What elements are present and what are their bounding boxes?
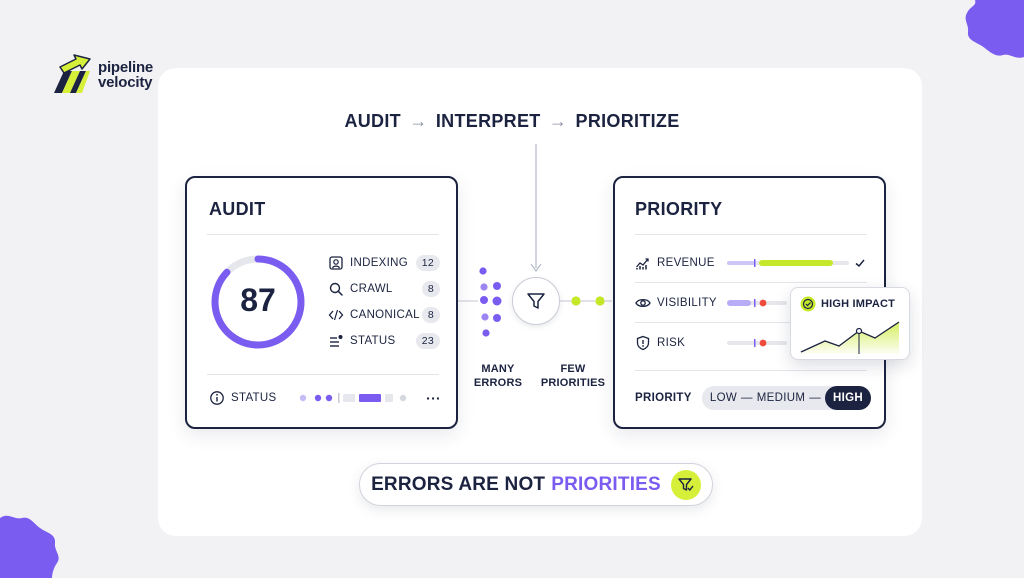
- status-progress-indicator: [299, 393, 407, 403]
- tagline-pill: ERRORS ARE NOT PRIORITIES: [359, 463, 713, 506]
- priority-footer-label: PRIORITY: [635, 392, 692, 404]
- info-icon: [210, 391, 224, 405]
- filter-funnel-icon: [527, 293, 545, 309]
- flow-step-prioritize: PRIORITIZE: [575, 111, 680, 131]
- priority-footer-divider: [635, 370, 867, 371]
- metric-count-badge: 8: [421, 307, 440, 323]
- metric-label: INDEXING: [350, 257, 408, 269]
- scale-high-selected[interactable]: HIGH: [825, 386, 871, 410]
- eye-icon: [635, 298, 651, 308]
- list-icon: [330, 335, 343, 347]
- priority-row-label: VISIBILITY: [657, 297, 717, 309]
- shield-alert-icon: [636, 335, 650, 351]
- priority-scale[interactable]: LOW — MEDIUM — HIGH: [701, 386, 871, 410]
- brand-logo[interactable]: pipeline velocity: [50, 53, 153, 97]
- more-options-button[interactable]: ···: [426, 390, 441, 406]
- priority-row-revenue[interactable]: REVENUE: [635, 254, 867, 272]
- few-priorities-line-1: FEW: [560, 363, 586, 375]
- audit-footer-divider: [207, 374, 439, 375]
- brand-line-1: pipeline: [98, 59, 154, 76]
- priority-row-label: REVENUE: [657, 257, 715, 269]
- scale-low[interactable]: LOW: [709, 392, 737, 404]
- high-impact-card: HIGH IMPACT: [790, 287, 910, 360]
- priority-row-label: RISK: [657, 337, 686, 349]
- revenue-impact-bar: [727, 259, 849, 267]
- flow-step-audit: AUDIT: [344, 111, 401, 131]
- priority-row-visibility[interactable]: VISIBILITY: [635, 294, 867, 312]
- risk-impact-bar: [727, 339, 787, 347]
- metric-label: CANONICAL: [350, 309, 420, 321]
- audit-card-title: AUDIT: [209, 199, 266, 219]
- scale-dash: —: [740, 392, 753, 404]
- audit-title-divider: [207, 234, 439, 235]
- few-priorities-label: FEW PRIORITIES: [538, 362, 608, 390]
- metric-count-badge: 23: [415, 333, 440, 349]
- few-priorities-line-2: PRIORITIES: [540, 377, 606, 389]
- priority-title-divider: [635, 234, 867, 235]
- high-impact-trend-chart: [800, 321, 900, 354]
- trend-chart-icon: [636, 258, 649, 270]
- audit-score: 87: [240, 282, 276, 318]
- metric-count-badge: 12: [415, 255, 440, 271]
- decorative-blob-top-right: [965, 0, 1024, 58]
- filter-check-icon: [670, 469, 701, 500]
- metric-row-canonical[interactable]: CANONICAL 8: [328, 306, 440, 324]
- check-circle-icon: [800, 296, 816, 312]
- audit-status-bar: STATUS ···: [209, 390, 441, 406]
- many-errors-line-2: ERRORS: [473, 377, 523, 389]
- many-errors-line-1: MANY: [481, 363, 515, 375]
- filter-node: [512, 277, 560, 325]
- visibility-impact-bar: [727, 299, 787, 307]
- scale-dash: —: [809, 392, 822, 404]
- flow-arrow-icon: →: [409, 111, 428, 131]
- check-icon: [855, 259, 865, 268]
- row-divider: [635, 322, 867, 323]
- flow-arrow-icon: →: [548, 111, 568, 131]
- metric-row-status[interactable]: STATUS 23: [328, 332, 440, 350]
- priority-row-risk[interactable]: RISK: [635, 334, 867, 352]
- brand-line-2: velocity: [98, 74, 153, 91]
- flow-title: AUDIT → INTERPRET → PRIORITIZE: [0, 111, 1024, 132]
- high-impact-label: HIGH IMPACT: [821, 298, 896, 310]
- metric-label: STATUS: [350, 335, 396, 347]
- metric-row-crawl[interactable]: CRAWL 8: [328, 280, 440, 298]
- decorative-blob-bottom-left: [0, 515, 59, 578]
- scale-medium[interactable]: MEDIUM: [756, 392, 806, 404]
- high-impact-header: HIGH IMPACT: [800, 296, 895, 312]
- code-icon: [328, 309, 344, 321]
- search-icon: [329, 282, 343, 296]
- many-errors-label: MANY ERRORS: [470, 362, 526, 390]
- user-square-icon: [329, 256, 343, 270]
- metric-row-indexing[interactable]: INDEXING 12: [328, 254, 440, 272]
- row-divider: [635, 282, 867, 283]
- flow-step-interpret: INTERPRET: [435, 111, 541, 131]
- priority-card-title: PRIORITY: [635, 199, 723, 219]
- tagline-part-1: ERRORS ARE NOT: [371, 473, 546, 495]
- metric-label: CRAWL: [350, 283, 393, 295]
- tagline-part-2: PRIORITIES: [551, 473, 661, 495]
- audit-card: AUDIT 87 INDEXING 12 CRAWL 8 CANONICAL 8…: [185, 176, 458, 429]
- brand-name: pipeline velocity: [98, 60, 153, 90]
- pipeline-velocity-logo-icon: [54, 54, 91, 93]
- metric-count-badge: 8: [421, 281, 440, 297]
- status-label: STATUS: [231, 392, 277, 404]
- score-ring: [211, 255, 305, 349]
- priority-level-selector: PRIORITY LOW — MEDIUM — HIGH: [635, 386, 871, 410]
